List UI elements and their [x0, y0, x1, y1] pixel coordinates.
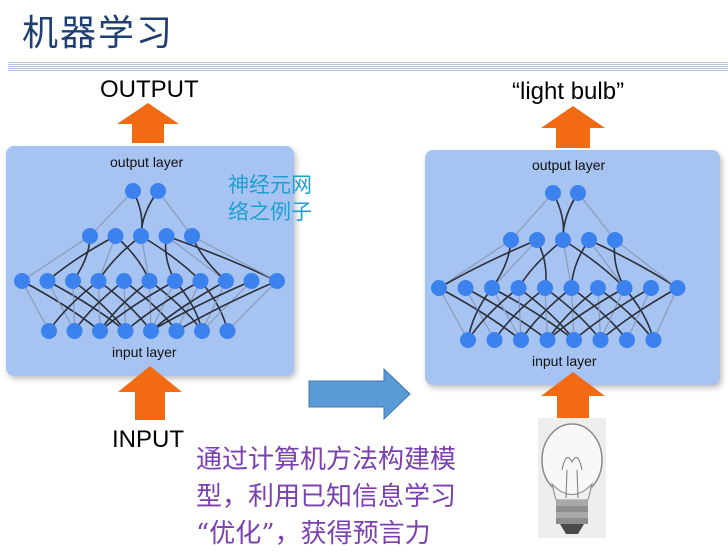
left-network-node-layer-1 [82, 228, 98, 244]
right-network-edge [438, 239, 538, 289]
left-network-node-layer-2 [243, 273, 260, 289]
left-output-label: OUTPUT [100, 76, 199, 103]
left-network-edge [21, 280, 101, 332]
right-network-edge [588, 239, 678, 289]
left-network-node-layer-3 [168, 323, 185, 339]
right-network-edge [588, 239, 625, 289]
left-output-layer-label: output layer [110, 154, 184, 170]
left-network-node-layer-2 [269, 273, 285, 289]
transition-arrow [308, 367, 411, 421]
right-network-node-layer-3 [539, 332, 556, 348]
right-input-arrow [541, 372, 605, 418]
network-annotation-line2: 络之例子 [228, 200, 312, 224]
caption-line2: 型，利用已知信息学习 [196, 482, 457, 512]
right-network-node-layer-1 [581, 232, 597, 248]
right-network-edge [573, 287, 652, 341]
left-network-node-layer-2 [218, 273, 234, 289]
right-network-edge [652, 287, 679, 341]
left-network-node-layer-0 [125, 183, 141, 199]
caption-line1: 通过计算机方法构建模 [196, 445, 457, 475]
right-network-node-layer-2 [457, 280, 474, 296]
left-network-node-layer-3 [117, 323, 134, 339]
right-network-node-layer-2 [563, 280, 580, 296]
left-network-edge [176, 280, 278, 332]
left-network-edge [150, 280, 252, 332]
right-network-edge [438, 239, 512, 289]
right-network-node-layer-2 [616, 280, 633, 296]
left-network-nodes [14, 183, 285, 339]
right-network-edge [491, 239, 538, 289]
left-input-layer-label: input layer [112, 344, 177, 360]
left-network-node-layer-3 [92, 323, 108, 339]
right-output-label: “light bulb” [512, 78, 625, 105]
left-network-edge [47, 280, 127, 332]
left-network-node-layer-0 [150, 183, 166, 199]
left-network-node-layer-2 [90, 273, 107, 289]
left-network-node-layer-2 [65, 273, 81, 289]
right-network-node-layer-2 [484, 280, 500, 296]
right-network-node-layer-2 [431, 280, 447, 296]
left-input-label: INPUT [112, 426, 184, 453]
right-network-edge [438, 287, 522, 341]
left-network-node-layer-1 [133, 228, 149, 244]
right-network-edges [438, 192, 679, 341]
right-input-layer-label: input layer [532, 353, 597, 369]
left-input-arrow [118, 366, 182, 420]
left-network-edge [21, 235, 91, 282]
right-network-node-layer-2 [510, 280, 527, 296]
left-network-node-layer-1 [107, 228, 124, 244]
left-network-node-layer-2 [192, 273, 209, 289]
left-network-edges [21, 190, 278, 332]
right-network-node-layer-3 [566, 332, 582, 348]
title-divider [8, 62, 728, 71]
left-network-node-layer-2 [116, 273, 132, 289]
right-network-node-layer-2 [590, 280, 606, 296]
right-network-nodes [431, 185, 686, 348]
left-network-node-layer-2 [167, 273, 183, 289]
left-output-arrow [117, 103, 179, 143]
right-network-node-layer-3 [619, 332, 635, 348]
right-network-edge [577, 192, 616, 241]
right-network-node-layer-2 [537, 280, 553, 296]
light-bulb-icon [538, 418, 606, 538]
left-network-edge [46, 235, 116, 282]
right-output-layer-label: output layer [532, 157, 606, 173]
right-network-node-layer-1 [607, 232, 623, 248]
left-network-node-layer-3 [143, 323, 159, 339]
right-network-node-layer-0 [545, 185, 561, 201]
right-network-node-layer-3 [513, 332, 529, 348]
right-network-node-layer-1 [555, 232, 571, 248]
right-network-node-layer-3 [645, 332, 662, 348]
right-network-edge [599, 287, 678, 341]
slide-title: 机器学习 [22, 13, 175, 54]
network-annotation-line1: 神经元网 [228, 173, 312, 197]
left-network-node-layer-2 [141, 273, 158, 289]
left-network-node-layer-1 [184, 228, 200, 244]
right-network-node-layer-2 [669, 280, 686, 296]
left-network-node-layer-3 [66, 323, 83, 339]
right-network-node-layer-2 [643, 280, 659, 296]
right-network-node-layer-3 [486, 332, 503, 348]
right-network-node-layer-0 [570, 185, 586, 201]
left-network-node-layer-1 [158, 228, 175, 244]
right-network-node-layer-3 [460, 332, 476, 348]
right-network-node-layer-1 [529, 232, 545, 248]
right-network-edge [546, 287, 625, 341]
left-network-node-layer-2 [39, 273, 56, 289]
left-network-node-layer-2 [14, 273, 30, 289]
right-output-arrow [541, 106, 605, 148]
right-network-edge [465, 287, 548, 341]
right-network-node-layer-3 [592, 332, 609, 348]
right-network-edge [491, 287, 575, 341]
left-network-node-layer-3 [219, 323, 236, 339]
left-network-node-layer-3 [194, 323, 210, 339]
right-network-node-layer-1 [503, 232, 519, 248]
left-network-edge [191, 235, 278, 282]
network-annotation: 神经元网 络之例子 [228, 172, 348, 226]
left-network-node-layer-3 [41, 323, 57, 339]
right-network-edge [510, 192, 554, 241]
